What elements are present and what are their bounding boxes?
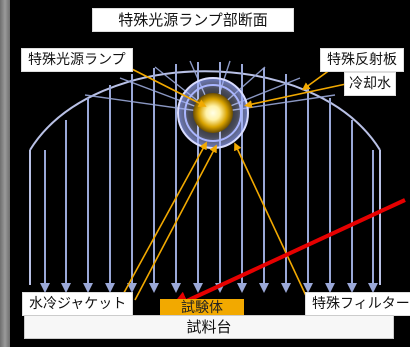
diagram-title: 特殊光源ランプ部断面 xyxy=(92,8,294,32)
stand-label: 試料台 xyxy=(24,315,394,339)
background-strip xyxy=(0,0,10,347)
indicator-line xyxy=(168,198,406,310)
lamp-glow xyxy=(193,93,233,133)
label-filter: 特殊フィルター xyxy=(305,292,410,316)
label-lamp: 特殊光源ランプ xyxy=(21,48,133,72)
label-reflector: 特殊反射板 xyxy=(320,48,404,72)
reflector-arc xyxy=(29,70,381,151)
label-water-jacket: 水冷ジャケット xyxy=(22,292,134,316)
label-coolant: 冷却水 xyxy=(344,72,396,96)
specimen-label: 試験体 xyxy=(160,299,244,317)
jacket-inner-ring xyxy=(184,84,242,142)
